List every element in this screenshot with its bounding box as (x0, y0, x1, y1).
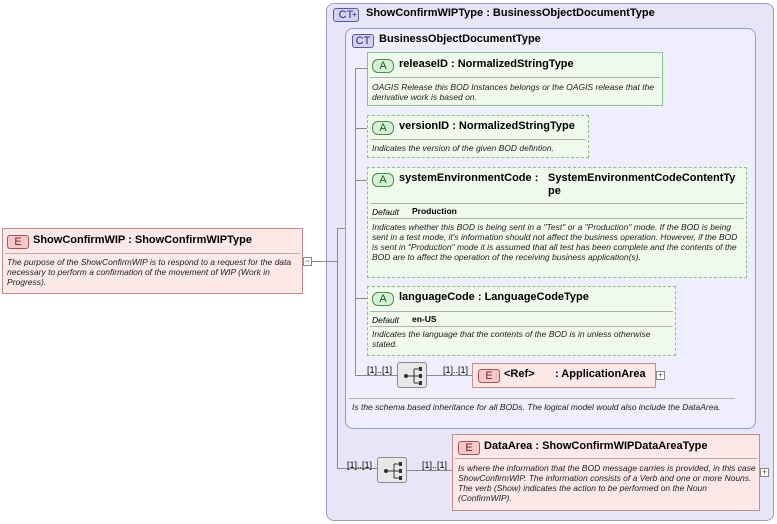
attribute-name: systemEnvironmentCode : (399, 172, 539, 184)
attribute-releaseID-box[interactable] (367, 52, 663, 106)
multiplicity-label: [1]..[1] (347, 460, 373, 470)
sequence-compositor-icon[interactable] (397, 362, 427, 388)
attribute-versionID-box[interactable] (367, 115, 589, 158)
collapse-icon[interactable]: − (303, 256, 312, 266)
attribute-connector-line (355, 68, 356, 374)
default-value: Production (412, 206, 457, 216)
default-label: Default (372, 207, 399, 217)
inner-type-doc: Is the schema based inheritance for all … (352, 402, 721, 412)
attribute-languageCode-box[interactable] (367, 286, 676, 356)
root-element-doc: The purpose of the ShowConfirmWIP is to … (7, 257, 292, 287)
element-badge: E (7, 235, 29, 249)
expand-icon[interactable]: + (760, 467, 769, 477)
sequence-compositor-icon[interactable] (377, 457, 407, 483)
element-badge: E (458, 441, 480, 455)
inner-type-title: BusinessObjectDocumentType (379, 33, 541, 45)
root-element-name: ShowConfirmWIP : ShowConfirmWIPType (33, 234, 252, 246)
element-name: DataArea : ShowConfirmWIPDataAreaType (484, 440, 708, 452)
attribute-systemEnvironmentCode-box[interactable] (367, 167, 747, 278)
element-application-area-box[interactable] (472, 363, 656, 388)
element-data-area-box[interactable] (452, 434, 760, 511)
attribute-name: versionID : NormalizedStringType (399, 120, 575, 132)
outer-type-title: ShowConfirmWIPType : BusinessObjectDocum… (366, 7, 655, 19)
attribute-doc: Indicates the version of the given BOD d… (372, 143, 554, 153)
element-badge: E (478, 369, 500, 383)
element-ref-name: <Ref> (504, 368, 535, 380)
element-doc: Is where the information that the BOD me… (458, 463, 756, 503)
multiplicity-label: [1]..[1] (422, 460, 448, 470)
multiplicity-label: [1]..[1] (367, 365, 393, 375)
complex-type-badge: CT (333, 8, 359, 22)
attribute-badge: A (372, 121, 394, 135)
attribute-badge: A (372, 59, 394, 73)
attribute-badge: A (372, 292, 394, 306)
attribute-doc: Indicates whether this BOD is being sent… (372, 222, 738, 262)
root-element-box[interactable] (2, 228, 303, 294)
attribute-doc: Indicates the language that the contents… (372, 329, 651, 349)
attribute-name: languageCode : LanguageCodeType (399, 291, 589, 303)
default-label: Default (372, 315, 399, 325)
multiplicity-label: [1]..[1] (443, 365, 469, 375)
expand-icon[interactable]: + (656, 370, 665, 380)
attribute-name: releaseID : NormalizedStringType (399, 58, 574, 70)
expand-marker-icon[interactable]: + (352, 10, 357, 19)
attribute-badge: A (372, 173, 394, 187)
type-connector-line (337, 228, 338, 468)
default-value: en-US (412, 314, 437, 324)
element-ref-type: : ApplicationArea (555, 368, 646, 380)
attribute-doc: OAGIS Release this BOD Instances belongs… (372, 82, 655, 102)
complex-type-badge: CT (352, 34, 374, 48)
